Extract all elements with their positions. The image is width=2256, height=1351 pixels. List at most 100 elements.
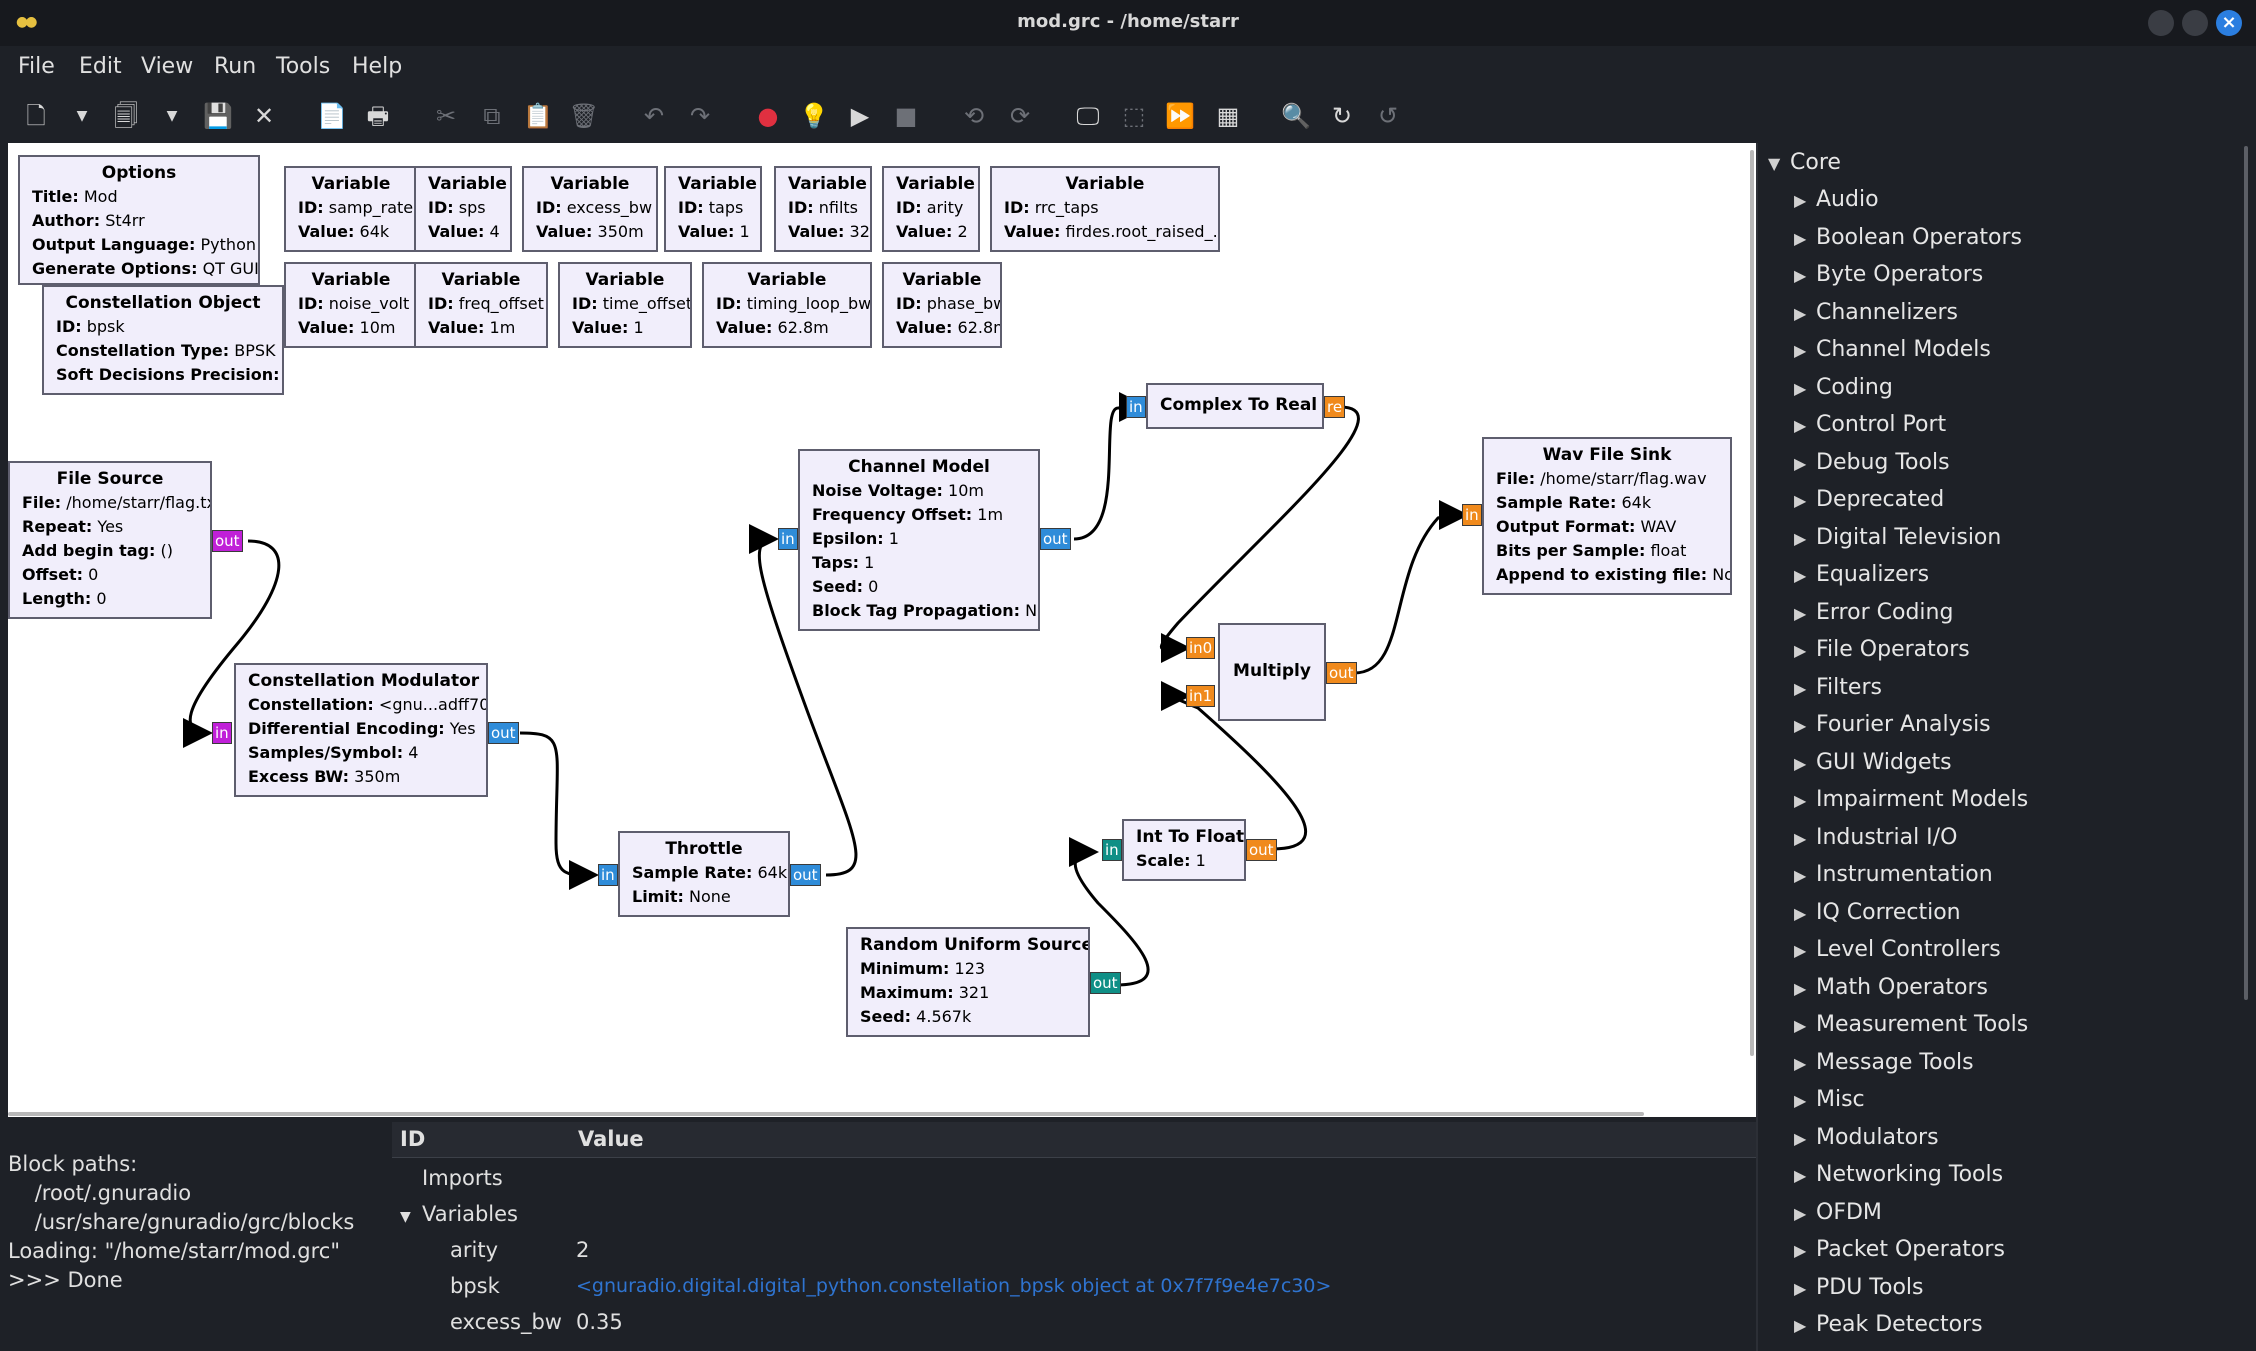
block-throttle[interactable]: Throttle Sample Rate: 64k Limit: None xyxy=(618,831,790,917)
tree-category[interactable]: ▶OFDM xyxy=(1794,1194,1882,1231)
tree-category[interactable]: ▶Digital Television xyxy=(1794,519,2001,556)
tree-root-core[interactable]: ▼Core xyxy=(1768,144,1841,181)
menu-file[interactable]: File xyxy=(18,54,55,79)
multiply-in0-port[interactable]: in0 xyxy=(1186,637,1216,659)
tree-category[interactable]: ▶Message Tools xyxy=(1794,1044,1974,1081)
tree-category[interactable]: ▶Control Port xyxy=(1794,406,1946,443)
tree-category[interactable]: ▶Coding xyxy=(1794,369,1893,406)
save-icon[interactable]: 💾 xyxy=(203,102,233,130)
tree-category[interactable]: ▶Networking Tools xyxy=(1794,1156,2003,1193)
rotate-cw-icon[interactable]: ⟳ xyxy=(1009,102,1031,130)
complex-to-real-in-port[interactable]: in xyxy=(1126,396,1146,418)
block-var-taps[interactable]: Variable ID: taps Value: 1 xyxy=(664,166,762,252)
create-hier-icon[interactable]: ▦ xyxy=(1216,102,1240,130)
complex-to-real-re-port[interactable]: re xyxy=(1324,396,1346,418)
tree-category[interactable]: ▶IQ Correction xyxy=(1794,894,1961,931)
maximize-button[interactable] xyxy=(2182,10,2208,36)
block-var-noise-volt[interactable]: Variable ID: noise_volt Value: 10m xyxy=(284,262,418,348)
block-var-phase-bw[interactable]: Variable ID: phase_bw Value: 62.8m xyxy=(882,262,1002,348)
kill-icon[interactable]: ■ xyxy=(894,102,918,130)
paste-icon[interactable]: 📋 xyxy=(523,102,553,130)
block-complex-to-real[interactable]: Complex To Real xyxy=(1146,383,1324,429)
var-row-id[interactable]: bpsk xyxy=(450,1274,500,1298)
canvas-vertical-scrollbar[interactable] xyxy=(1750,150,1754,1056)
bypass-icon[interactable]: ⏩ xyxy=(1165,102,1195,130)
block-options[interactable]: Options Title: Mod Author: St4rr Output … xyxy=(18,155,260,285)
menu-run[interactable]: Run xyxy=(214,54,257,79)
screen-capture-icon[interactable]: 📄 xyxy=(317,102,347,130)
var-row-id[interactable]: arity xyxy=(450,1238,498,1262)
modulator-out-port[interactable]: out xyxy=(488,722,519,744)
multiply-in1-port[interactable]: in1 xyxy=(1186,685,1216,707)
copy-icon[interactable]: ⧉ xyxy=(483,102,501,130)
open-dropdown-icon[interactable]: ▼ xyxy=(166,108,178,124)
tree-category[interactable]: ▶Channel Models xyxy=(1794,331,1991,368)
imports-row[interactable]: Imports xyxy=(422,1166,503,1190)
menu-help[interactable]: Help xyxy=(352,54,403,79)
minimize-button[interactable] xyxy=(2148,10,2174,36)
block-wav-file-sink[interactable]: Wav File Sink File: /home/starr/flag.wav… xyxy=(1482,437,1732,595)
col-id-header[interactable]: ID xyxy=(400,1127,426,1151)
block-multiply[interactable]: Multiply xyxy=(1218,623,1326,721)
tree-category[interactable]: ▶PDU Tools xyxy=(1794,1269,1924,1306)
return-icon[interactable]: ↺ xyxy=(1377,102,1399,130)
menu-edit[interactable]: Edit xyxy=(79,54,122,79)
execute-icon[interactable]: ▶ xyxy=(850,102,870,130)
new-icon[interactable]: 🗋 xyxy=(26,102,46,130)
block-constellation-modulator[interactable]: Constellation Modulator Constellation: <… xyxy=(234,663,488,797)
tree-category[interactable]: ▶Audio xyxy=(1794,181,1879,218)
tree-scrollbar[interactable] xyxy=(2244,146,2248,1000)
tree-category[interactable]: ▶Math Operators xyxy=(1794,969,1988,1006)
file-source-out-port[interactable]: out xyxy=(212,530,243,552)
tree-category[interactable]: ▶Impairment Models xyxy=(1794,781,2028,818)
tree-category[interactable]: ▶Filters xyxy=(1794,669,1882,706)
menu-tools[interactable]: Tools xyxy=(276,54,331,79)
block-var-sps[interactable]: Variable ID: sps Value: 4 xyxy=(414,166,512,252)
int-to-float-out-port[interactable]: out xyxy=(1246,839,1277,861)
tree-category[interactable]: ▶Industrial I/O xyxy=(1794,819,1957,856)
random-source-out-port[interactable]: out xyxy=(1090,972,1121,994)
close-window-button[interactable]: × xyxy=(2216,10,2242,36)
block-channel-model[interactable]: Channel Model Noise Voltage: 10m Frequen… xyxy=(798,449,1040,631)
block-var-freq-offset[interactable]: Variable ID: freq_offset Value: 1m xyxy=(414,262,548,348)
canvas-horizontal-scrollbar[interactable] xyxy=(8,1112,1644,1116)
tree-category[interactable]: ▶Equalizers xyxy=(1794,556,1929,593)
channel-model-out-port[interactable]: out xyxy=(1040,528,1071,550)
undo-icon[interactable]: ↶ xyxy=(643,102,665,130)
delete-icon[interactable]: 🗑 xyxy=(568,102,600,130)
tree-category[interactable]: ▶Channelizers xyxy=(1794,294,1958,331)
open-icon[interactable]: 🗐 xyxy=(114,102,138,130)
close-file-icon[interactable]: ✕ xyxy=(253,102,275,130)
disable-icon[interactable]: ⬚ xyxy=(1122,102,1146,130)
tree-category[interactable]: ▶Error Coding xyxy=(1794,594,1953,631)
int-to-float-in-port[interactable]: in xyxy=(1102,839,1122,861)
tree-category[interactable]: ▶Measurement Tools xyxy=(1794,1006,2028,1043)
flowgraph-canvas[interactable]: Options Title: Mod Author: St4rr Output … xyxy=(8,143,1756,1117)
menu-view[interactable]: View xyxy=(141,54,194,79)
errors-icon[interactable]: ● xyxy=(757,102,779,130)
var-row-id[interactable]: excess_bw xyxy=(450,1310,562,1334)
throttle-out-port[interactable]: out xyxy=(790,864,821,886)
tree-category[interactable]: ▶Byte Operators xyxy=(1794,256,1983,293)
channel-model-in-port[interactable]: in xyxy=(778,528,798,550)
find-icon[interactable]: 🔍 xyxy=(1281,102,1311,130)
tree-category[interactable]: ▶File Operators xyxy=(1794,631,1970,668)
tree-category[interactable]: ▶Modulators xyxy=(1794,1119,1939,1156)
tree-category[interactable]: ▶Level Controllers xyxy=(1794,931,2001,968)
block-var-excess-bw[interactable]: Variable ID: excess_bw Value: 350m xyxy=(522,166,658,252)
tree-category[interactable]: ▶Fourier Analysis xyxy=(1794,706,1991,743)
modulator-in-port[interactable]: in xyxy=(212,722,232,744)
reload-icon[interactable]: ↻ xyxy=(1331,102,1353,130)
tree-category[interactable]: ▶Deprecated xyxy=(1794,481,1944,518)
cut-icon[interactable]: ✂ xyxy=(435,102,457,130)
wav-sink-in-port[interactable]: in xyxy=(1462,504,1482,526)
tree-category[interactable]: ▶Peak Detectors xyxy=(1794,1306,1983,1343)
throttle-in-port[interactable]: in xyxy=(598,864,618,886)
block-random-uniform-source[interactable]: Random Uniform Source Minimum: 123 Maxim… xyxy=(846,927,1090,1037)
block-file-source[interactable]: File Source File: /home/starr/flag.txt R… xyxy=(8,461,212,619)
block-var-arity[interactable]: Variable ID: arity Value: 2 xyxy=(882,166,980,252)
col-value-header[interactable]: Value xyxy=(578,1127,644,1151)
tree-category[interactable]: ▶Boolean Operators xyxy=(1794,219,2022,256)
variables-row[interactable]: ▼Variables xyxy=(400,1196,518,1232)
block-var-timing-loop-bw[interactable]: Variable ID: timing_loop_bw Value: 62.8m xyxy=(702,262,872,348)
